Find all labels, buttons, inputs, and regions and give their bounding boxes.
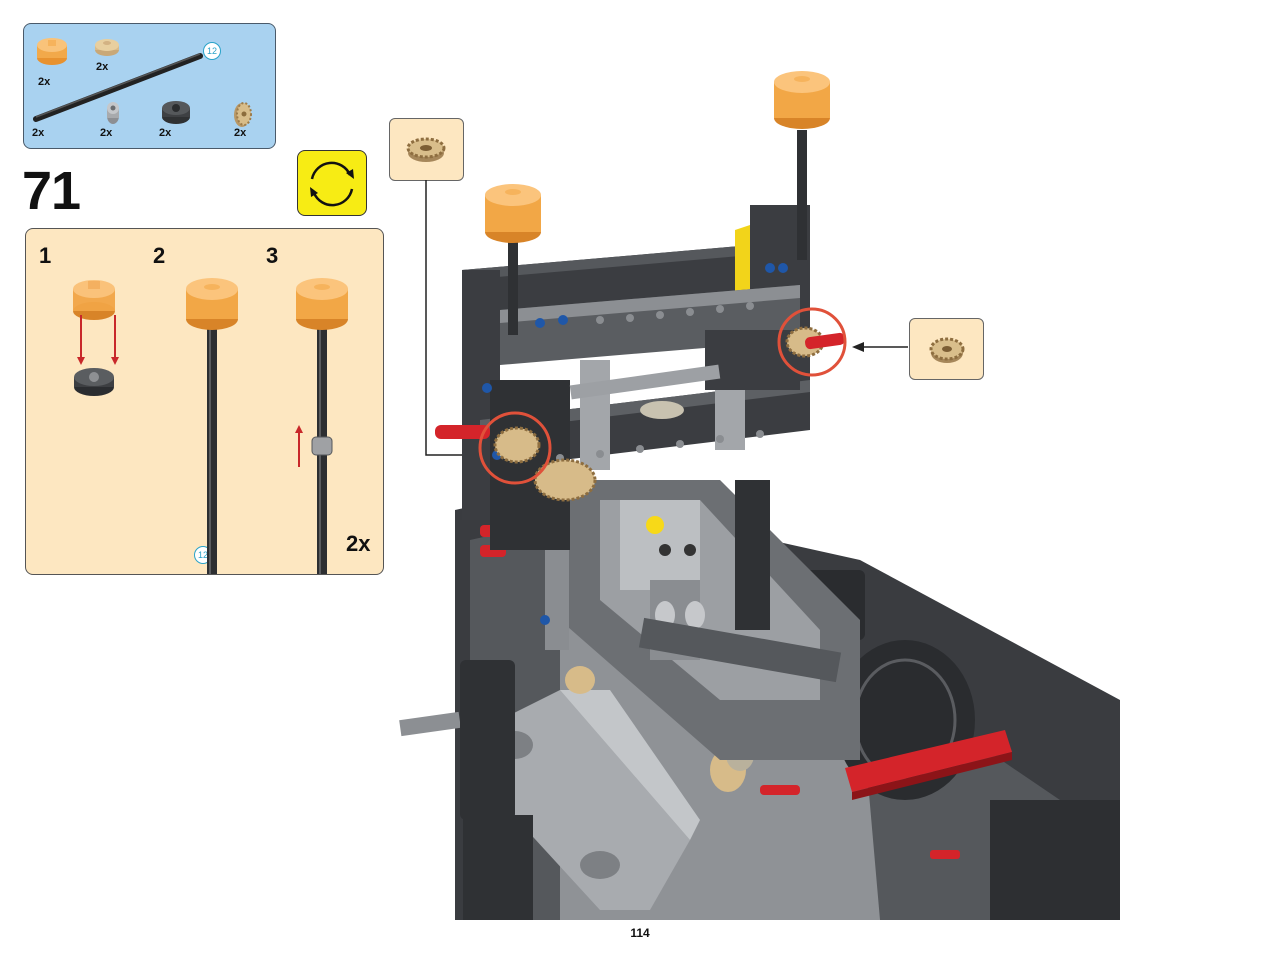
sub-assembly-box: 1 2 3 2x 12 [25, 228, 384, 575]
gear-12-tooth-icon [406, 137, 446, 162]
brick-on-axle-icon [186, 278, 238, 574]
rotate-model-icon [310, 161, 354, 207]
orange-cap-left [485, 184, 541, 243]
gear-12-tooth-icon [234, 102, 252, 127]
part-qty: 2x [234, 127, 247, 139]
parts-list-art [33, 38, 252, 127]
part-qty: 2x [96, 61, 109, 73]
sub-step-number: 3 [266, 243, 279, 268]
callout-leader-left [425, 180, 482, 456]
axle-12-icon [33, 53, 203, 122]
rotate-model-box [297, 150, 367, 216]
chassis-lower [399, 490, 1120, 920]
gear-callout-right [909, 318, 984, 380]
round-brick-orange-icon [37, 38, 67, 65]
round-plate-tan-icon [95, 39, 119, 56]
assemble-brick-icon [73, 280, 119, 396]
part-qty: 2x [32, 127, 45, 139]
sub-assembly-multiplier: 2x [346, 531, 371, 556]
page-number: 114 [630, 926, 650, 940]
parts-list-box: 2x 2x 2x 2x 2x 2x 12 [23, 23, 276, 149]
part-qty: 2x [159, 127, 172, 139]
round-brick-gray-icon [162, 101, 190, 124]
gear-callout-left [389, 118, 464, 181]
axle-length-badge: 12 [203, 42, 221, 60]
step-number: 71 [22, 161, 81, 221]
highlight-circle-right [777, 307, 847, 377]
sub-step-number: 2 [153, 243, 166, 268]
brick-axle-connector-icon [295, 278, 348, 574]
chassis-frame [545, 480, 860, 760]
sub-assembly-art [73, 278, 348, 574]
orange-cap-right [774, 71, 830, 129]
gear-12-tooth-icon [929, 337, 965, 363]
part-qty: 2x [100, 127, 113, 139]
upper-tower [435, 71, 845, 625]
part-qty: 2x [38, 76, 51, 88]
axle-connector-icon [107, 102, 119, 124]
highlight-circle-left [478, 411, 552, 485]
sub-step-number: 1 [39, 243, 52, 268]
